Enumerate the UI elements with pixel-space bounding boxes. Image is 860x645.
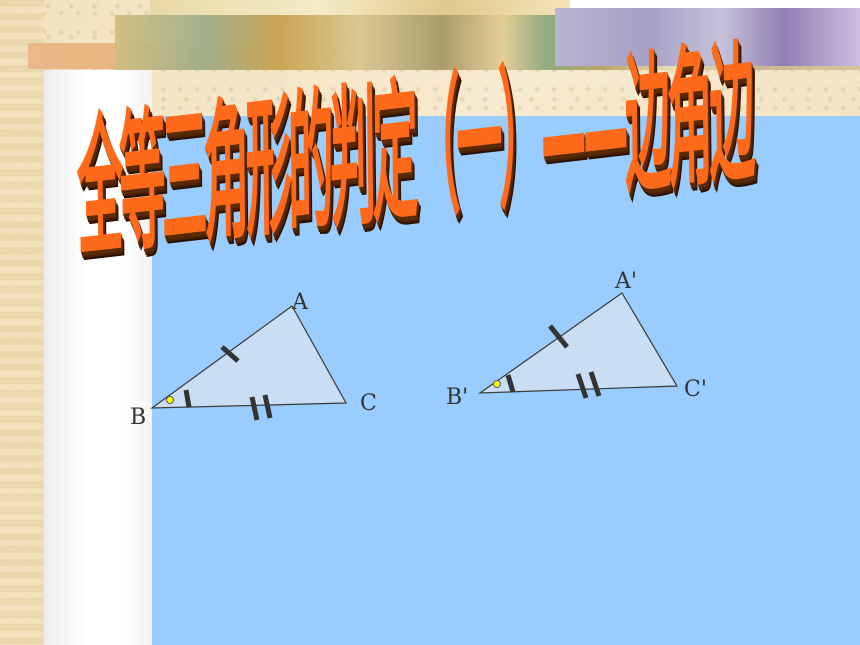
decorative-flower-photo [555,8,860,66]
label-c-prime: C' [684,377,707,402]
angle-mark-b [183,389,192,408]
tick-bc-2 [262,394,273,419]
triangle-abc-shape [150,305,348,409]
triangle-abc: A B C [130,290,377,430]
tick-ab [220,345,240,363]
tick-b-prime-c-prime-1 [575,373,589,399]
label-b: B [130,405,146,430]
label-a: A [291,290,309,315]
label-b-prime: B' [446,385,468,410]
triangle-a-prime-b-prime-c-prime: A' B' C' [446,269,707,410]
triangle-prime-shape [478,292,679,394]
tick-b-prime-c-prime-2 [588,371,602,397]
white-column-shade [44,70,152,645]
tick-bc-1 [249,396,260,421]
tick-a-prime-b-prime [548,324,569,349]
left-texture-strip [0,0,44,645]
angle-mark-b-prime [505,374,516,393]
angle-dot-b-prime [493,380,501,388]
label-c: C [360,391,377,416]
angle-dot-b [166,396,174,404]
label-a-prime: A' [614,269,637,294]
